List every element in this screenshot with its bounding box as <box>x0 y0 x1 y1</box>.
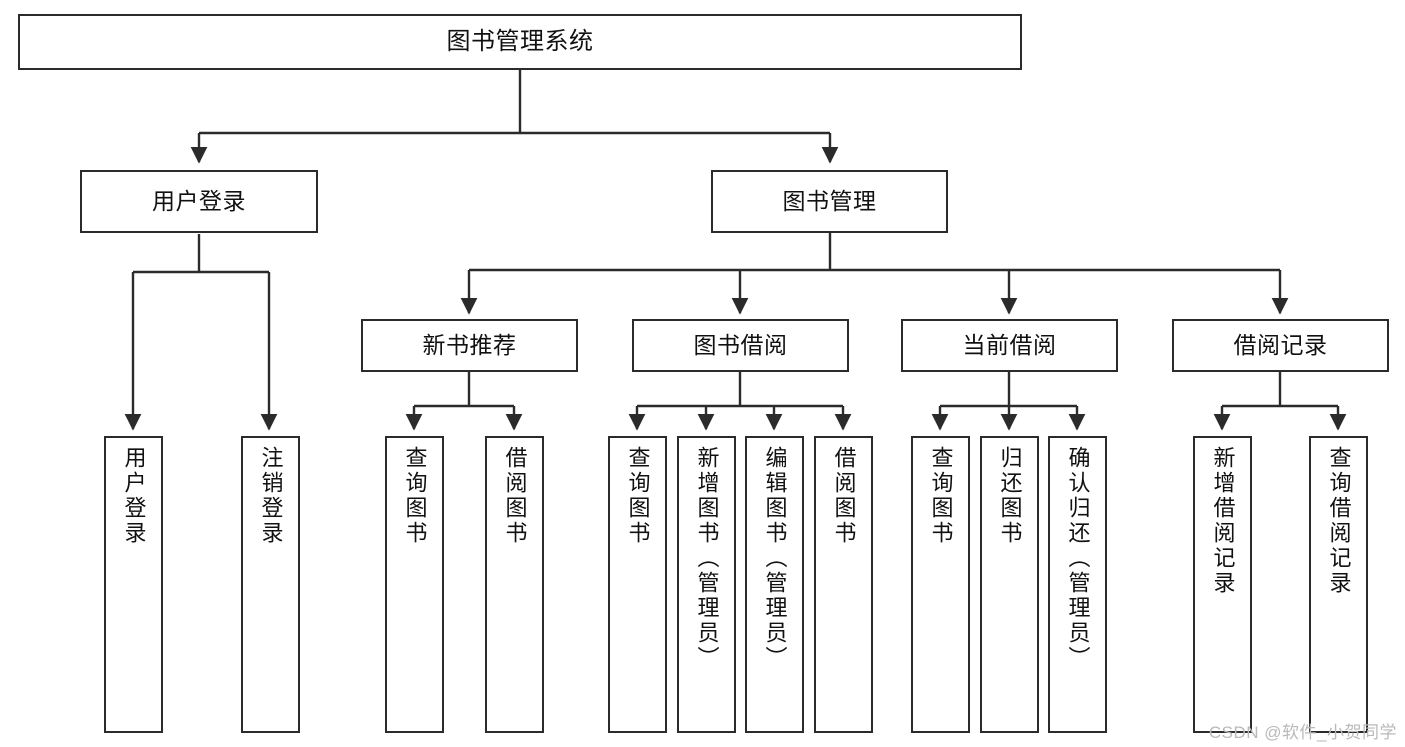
node-root-label: 图书管理系统 <box>446 27 594 55</box>
node-leaf-user-login[interactable]: 用户登录 <box>104 436 163 733</box>
node-leaf-user-login-label: 用户登录 <box>121 446 147 546</box>
node-leaf-query-book-1-label: 查询图书 <box>402 446 428 546</box>
node-leaf-query-record-label: 查询借阅记录 <box>1326 446 1352 596</box>
node-leaf-add-record[interactable]: 新增借阅记录 <box>1193 436 1252 733</box>
node-book-manage[interactable]: 图书管理 <box>711 170 948 233</box>
node-leaf-confirm-return-label: 确认归还（管理员） <box>1065 446 1091 671</box>
node-user-login[interactable]: 用户登录 <box>80 170 318 233</box>
node-leaf-query-book-3[interactable]: 查询图书 <box>911 436 970 733</box>
node-leaf-query-book-3-label: 查询图书 <box>928 446 954 546</box>
node-current-borrow[interactable]: 当前借阅 <box>901 319 1118 372</box>
node-user-login-label: 用户登录 <box>152 187 246 214</box>
node-borrow-record-label: 借阅记录 <box>1233 331 1328 358</box>
node-current-borrow-label: 当前借阅 <box>962 331 1057 358</box>
node-leaf-borrow-book-1[interactable]: 借阅图书 <box>485 436 544 733</box>
node-new-book-rec-label: 新书推荐 <box>422 331 517 358</box>
node-leaf-query-book-2[interactable]: 查询图书 <box>608 436 667 733</box>
node-leaf-edit-book[interactable]: 编辑图书（管理员） <box>745 436 804 733</box>
node-leaf-borrow-book-2-label: 借阅图书 <box>831 446 857 546</box>
node-leaf-logout-label: 注销登录 <box>258 446 284 546</box>
node-leaf-query-book-1[interactable]: 查询图书 <box>385 436 444 733</box>
node-root[interactable]: 图书管理系统 <box>18 14 1022 70</box>
node-leaf-add-record-label: 新增借阅记录 <box>1210 446 1236 596</box>
node-leaf-add-book[interactable]: 新增图书（管理员） <box>677 436 736 733</box>
node-borrow-record[interactable]: 借阅记录 <box>1172 319 1389 372</box>
node-leaf-confirm-return[interactable]: 确认归还（管理员） <box>1048 436 1107 733</box>
node-book-manage-label: 图书管理 <box>782 187 877 214</box>
node-book-borrow-label: 图书借阅 <box>693 331 788 358</box>
node-leaf-borrow-book-1-label: 借阅图书 <box>502 446 528 546</box>
node-leaf-return-book[interactable]: 归还图书 <box>980 436 1039 733</box>
node-book-borrow[interactable]: 图书借阅 <box>632 319 849 372</box>
node-leaf-query-record[interactable]: 查询借阅记录 <box>1309 436 1368 733</box>
node-leaf-borrow-book-2[interactable]: 借阅图书 <box>814 436 873 733</box>
node-leaf-logout[interactable]: 注销登录 <box>241 436 300 733</box>
node-leaf-edit-book-label: 编辑图书（管理员） <box>762 446 788 671</box>
node-leaf-query-book-2-label: 查询图书 <box>625 446 651 546</box>
node-new-book-rec[interactable]: 新书推荐 <box>361 319 578 372</box>
node-leaf-add-book-label: 新增图书（管理员） <box>694 446 720 671</box>
node-leaf-return-book-label: 归还图书 <box>997 446 1023 546</box>
